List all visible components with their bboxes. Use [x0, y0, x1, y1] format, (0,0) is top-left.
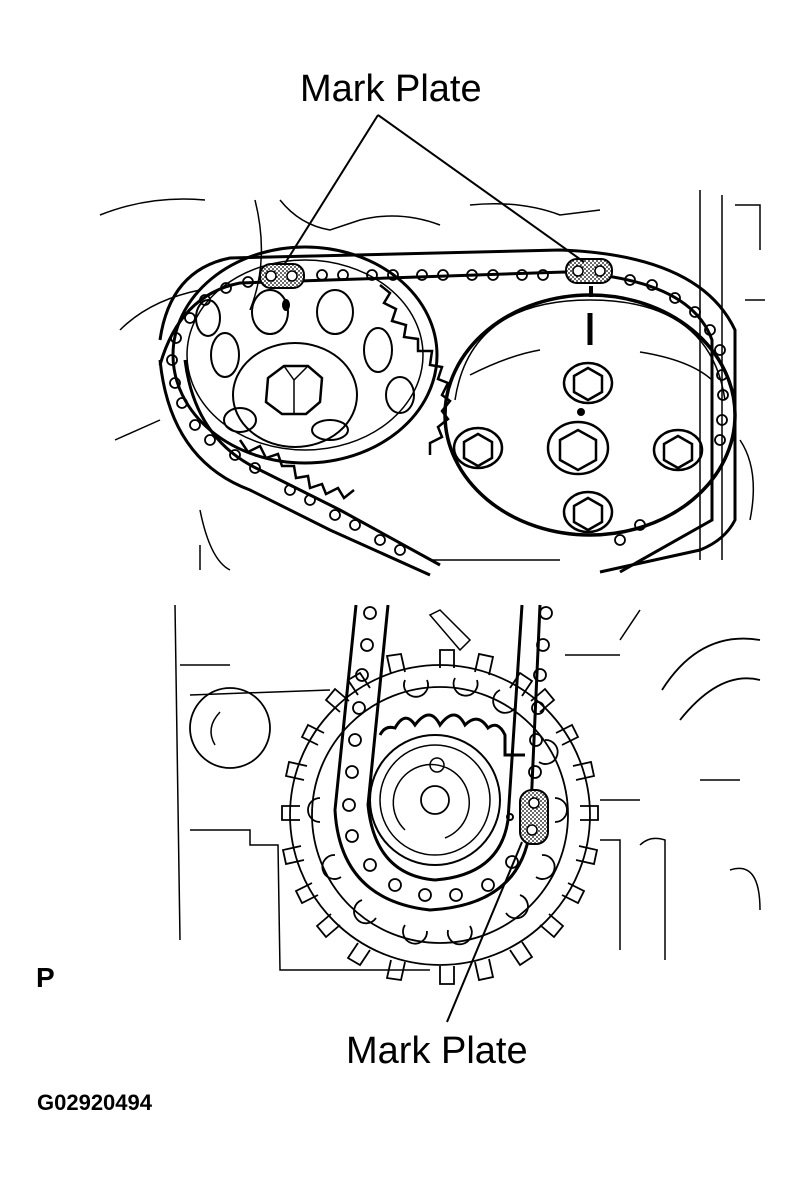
- sprocket-bolts: [452, 361, 704, 534]
- figure-id: G02920494: [37, 1090, 152, 1115]
- top-view-camshafts: [99, 114, 765, 577]
- crankshaft-pulley: [369, 734, 514, 866]
- callout-leader-line: [377, 114, 585, 263]
- mark-plate-callout-bottom: Mark Plate: [346, 1030, 528, 1072]
- crankshaft-sensor-plate: [281, 649, 599, 985]
- bottom-view-crankshaft: [174, 604, 761, 1023]
- view-letter: P: [36, 962, 55, 993]
- intake-sprocket-mark-plate: [259, 263, 305, 289]
- exhaust-camshaft-sprocket: [443, 286, 737, 537]
- intake-camshaft-sprocket: [171, 245, 452, 500]
- timing-chain-top: [158, 248, 737, 577]
- mark-plate-callout-top: Mark Plate: [300, 68, 482, 110]
- callout-leader-line: [283, 114, 379, 266]
- timing-chain-bottom: [333, 604, 553, 912]
- exhaust-sprocket-mark-plate: [565, 258, 613, 284]
- callout-leader-line: [446, 841, 523, 1023]
